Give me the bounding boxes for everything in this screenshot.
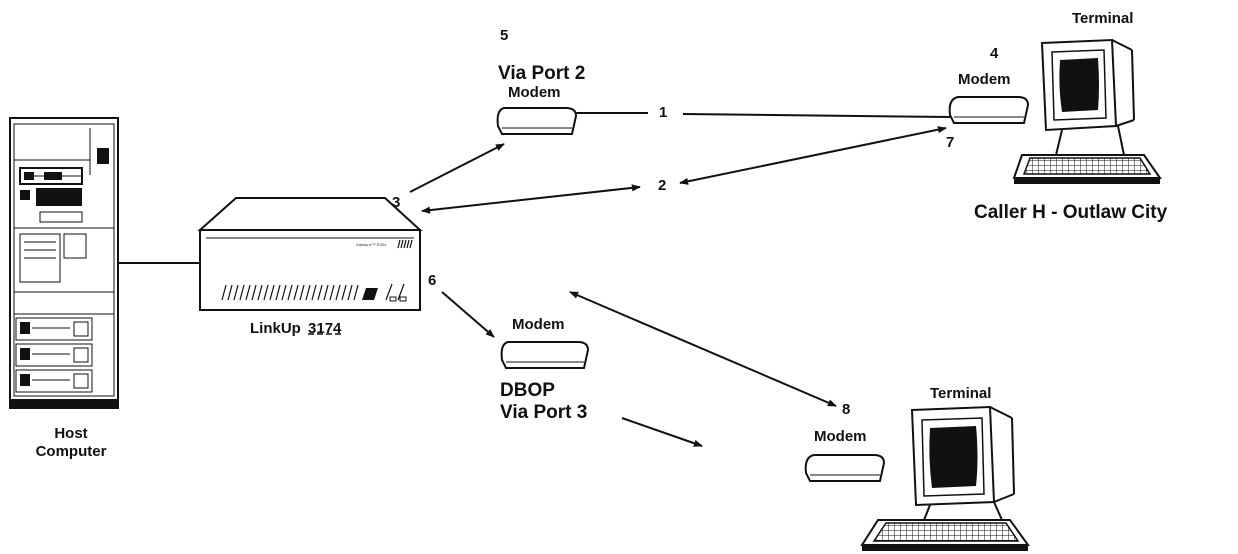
step-8: 8 (842, 401, 851, 418)
controller-label: LinkUp 3174 (250, 320, 341, 337)
caller-h-terminal-label: Terminal (1072, 10, 1134, 27)
line-step1-right (682, 113, 951, 118)
port2-title: Via Port 2 (498, 63, 586, 84)
remote2-modem-label: Modem (814, 428, 867, 445)
step-4: 4 (990, 45, 999, 62)
modem-caller-h-icon (948, 96, 1030, 124)
arrow-step2-controller (421, 184, 641, 214)
caller-h-caption: Caller H - Outlaw City (974, 202, 1168, 223)
step-7: 7 (946, 134, 955, 151)
controller-panel-text: Datalynx™ R264 (356, 242, 387, 247)
host-computer-icon (9, 117, 119, 409)
dbop-modem-label: Modem (512, 316, 565, 333)
host-label-line2: Computer (35, 443, 107, 460)
host-label: Host Computer (26, 425, 116, 461)
arrow-step8-bidirectional (569, 291, 837, 407)
step-5: 5 (500, 27, 509, 44)
arrow-step3-to-port2 (409, 143, 505, 193)
modem-dbop-icon (500, 341, 590, 369)
step-1: 1 (659, 104, 668, 121)
dbop-title: DBOP Via Port 3 (500, 380, 587, 424)
terminal-caller-h-icon (1012, 38, 1162, 184)
controller-label-name: LinkUp (250, 320, 301, 337)
arrow-dbop-to-remote (621, 417, 703, 447)
step-3: 3 (392, 194, 401, 211)
controller-icon (197, 197, 423, 311)
arrow-step2-caller (679, 126, 947, 185)
controller-label-number: 3174 (308, 320, 342, 337)
remote2-terminal-label: Terminal (930, 385, 992, 402)
arrow-step6-to-dbop (441, 291, 495, 338)
modem-remote2-icon (804, 454, 886, 482)
modem-port2-icon (496, 107, 578, 135)
caller-h-modem-label: Modem (958, 71, 1011, 88)
step-6: 6 (428, 272, 437, 289)
dbop-title-line2: Via Port 3 (500, 402, 588, 423)
host-label-line1: Host (54, 425, 88, 442)
dbop-title-line1: DBOP (500, 380, 555, 401)
terminal-remote2-icon (860, 405, 1030, 551)
step-2: 2 (658, 177, 667, 194)
port2-modem-label: Modem (508, 84, 561, 101)
